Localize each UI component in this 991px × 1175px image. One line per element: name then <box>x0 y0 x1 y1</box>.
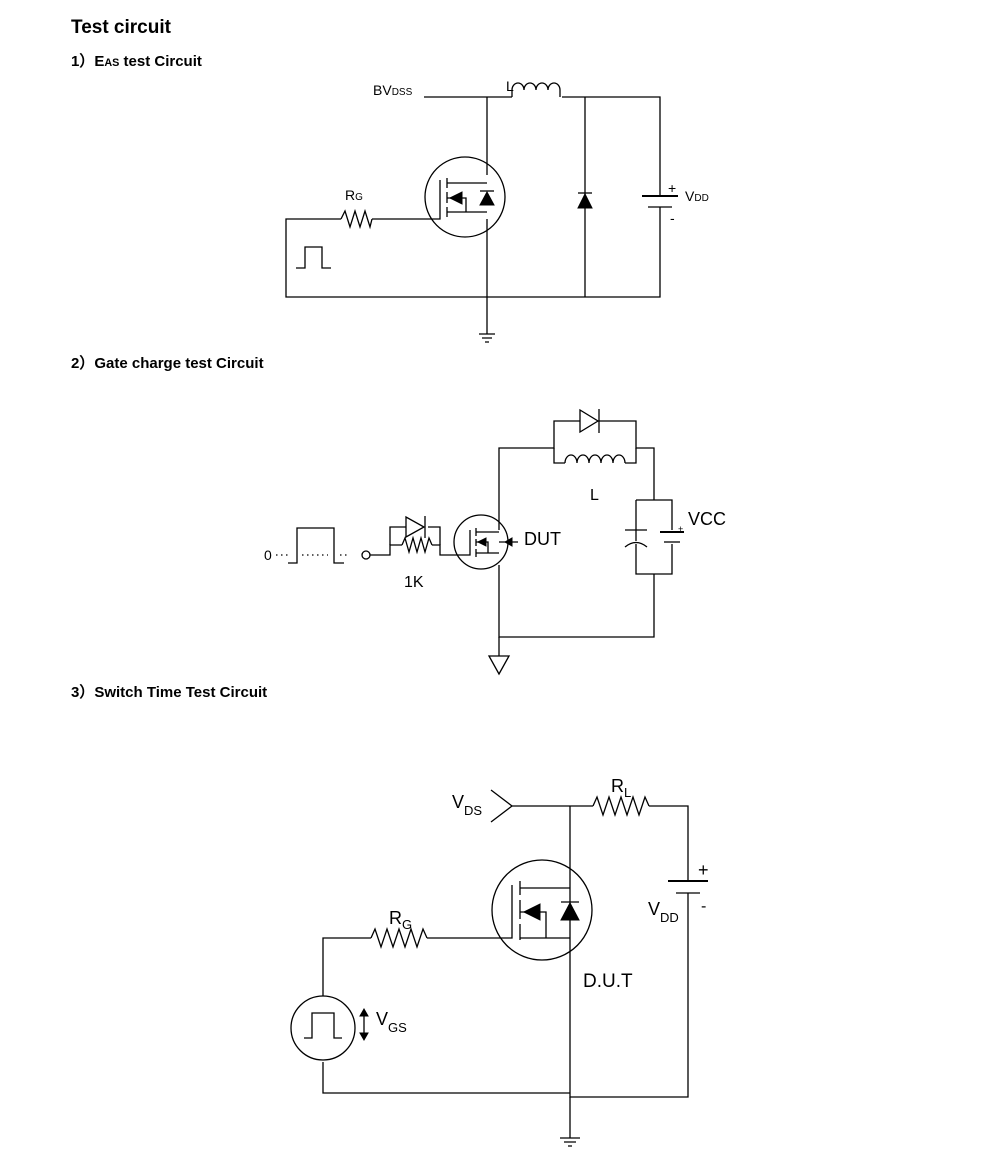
section-3-label: Switch Time Test Circuit <box>94 684 268 701</box>
gc-pulse-source-icon <box>288 527 344 564</box>
section-1-label-rest: test Circuit <box>119 53 202 70</box>
gc-wires <box>370 420 673 656</box>
eas-vdd-label: VDD <box>685 188 709 204</box>
page-title: Test circuit <box>71 17 171 38</box>
sw-rl-resistor-icon <box>592 794 650 818</box>
gc-ground-icon <box>487 655 511 676</box>
sw-vgs-label: VGS <box>376 1009 407 1035</box>
sw-rg-resistor-icon <box>370 926 428 950</box>
eas-inductor-icon <box>511 82 561 97</box>
eas-rg-label: RG <box>345 187 363 203</box>
gc-input-terminal <box>361 550 371 560</box>
eas-vdd-battery-icon <box>642 183 678 213</box>
gc-capacitor-icon <box>624 529 648 548</box>
gc-inductor-label: L <box>590 487 599 504</box>
section-1-label-sub: AS <box>104 57 120 69</box>
sw-rl-label: RL <box>611 776 631 800</box>
eas-bvdss-label: BVDSS <box>373 82 413 98</box>
gc-inductor-icon <box>564 454 626 464</box>
sw-wires <box>322 789 689 1138</box>
sw-vdd-battery-icon <box>668 871 708 898</box>
sw-vdd-label: VDD <box>648 899 679 925</box>
gc-dut-label: DUT <box>524 529 561 549</box>
gc-flyback-diode-icon <box>579 408 600 434</box>
gc-resistor-label: 1K <box>404 574 424 591</box>
sw-mosfet-icon <box>491 859 593 961</box>
section-2-heading: 2）Gate charge test Circuit <box>71 352 264 373</box>
section-3-heading: 3）Switch Time Test Circuit <box>71 681 267 702</box>
eas-ground-icon <box>479 333 495 343</box>
eas-inductor-label: L <box>506 78 514 94</box>
sw-vds-label: VDS <box>452 792 482 818</box>
sw-vgs-arrow-icon <box>359 1007 369 1042</box>
sw-ground-icon <box>560 1137 580 1147</box>
section-1-heading: 1）EAS test Circuit <box>71 50 202 71</box>
eas-vdd-plus: + <box>668 180 676 196</box>
section-1-number: 1） <box>71 53 95 70</box>
eas-pulse-source-icon <box>296 246 331 269</box>
sw-pulse-source-icon <box>290 995 356 1061</box>
section-3-number: 3） <box>71 684 95 701</box>
gc-gate-diode-icon <box>405 515 426 539</box>
gc-vcc-label: VCC <box>688 509 726 529</box>
gc-vcc-plus: + <box>678 524 683 534</box>
eas-mosfet-icon <box>424 156 506 238</box>
section-1-label-main: E <box>94 53 105 70</box>
gc-zero-label: 0 <box>264 547 272 563</box>
eas-freewheel-diode-icon <box>577 192 593 209</box>
sw-vdd-minus: - <box>701 898 706 915</box>
sw-rg-label: RG <box>389 908 412 932</box>
gc-1k-resistor-icon <box>401 535 433 555</box>
section-2-label: Gate charge test Circuit <box>94 355 264 372</box>
section-2-number: 2） <box>71 355 95 372</box>
eas-vdd-minus: - <box>670 210 675 226</box>
gc-vcc-battery-icon <box>660 531 684 543</box>
sw-vdd-plus: + <box>698 860 709 880</box>
eas-gate-resistor-icon <box>340 208 373 230</box>
sw-dut-label: D.U.T <box>583 971 633 992</box>
gc-mosfet-icon <box>453 514 518 570</box>
